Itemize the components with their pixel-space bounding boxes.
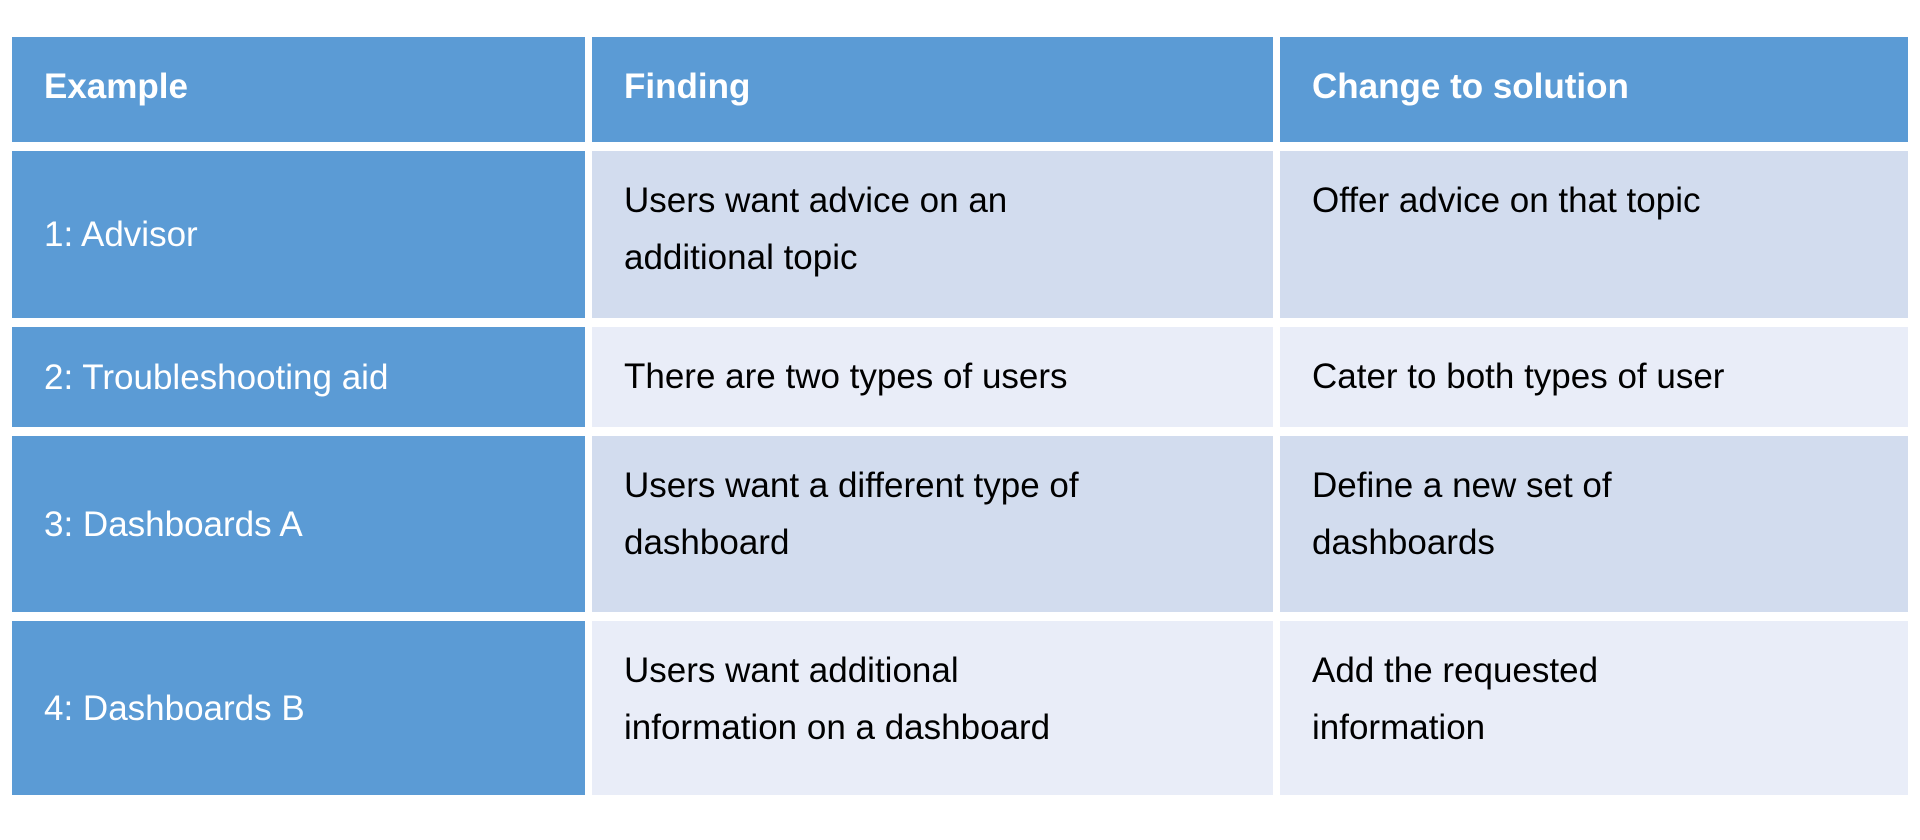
row-label-dashboards-b: 4: Dashboards B — [12, 621, 585, 795]
change-cell-troubleshooting-aid: Cater to both types of user — [1280, 327, 1908, 427]
change-cell-dashboards-b: Add the requested information — [1280, 621, 1908, 795]
column-header-change-to-solution: Change to solution — [1280, 37, 1908, 142]
finding-cell-dashboards-a: Users want a different type of dashboard — [592, 436, 1273, 612]
change-cell-advisor: Offer advice on that topic — [1280, 151, 1908, 318]
finding-cell-dashboards-b: Users want additional information on a d… — [592, 621, 1273, 795]
findings-table: Example Finding Change to solution 1: Ad… — [12, 37, 1908, 795]
column-header-finding: Finding — [592, 37, 1273, 142]
finding-cell-troubleshooting-aid: There are two types of users — [592, 327, 1273, 427]
change-cell-dashboards-a: Define a new set of dashboards — [1280, 436, 1908, 612]
finding-cell-advisor: Users want advice on an additional topic — [592, 151, 1273, 318]
row-label-dashboards-a: 3: Dashboards A — [12, 436, 585, 612]
row-label-troubleshooting-aid: 2: Troubleshooting aid — [12, 327, 585, 427]
column-header-example: Example — [12, 37, 585, 142]
row-label-advisor: 1: Advisor — [12, 151, 585, 318]
